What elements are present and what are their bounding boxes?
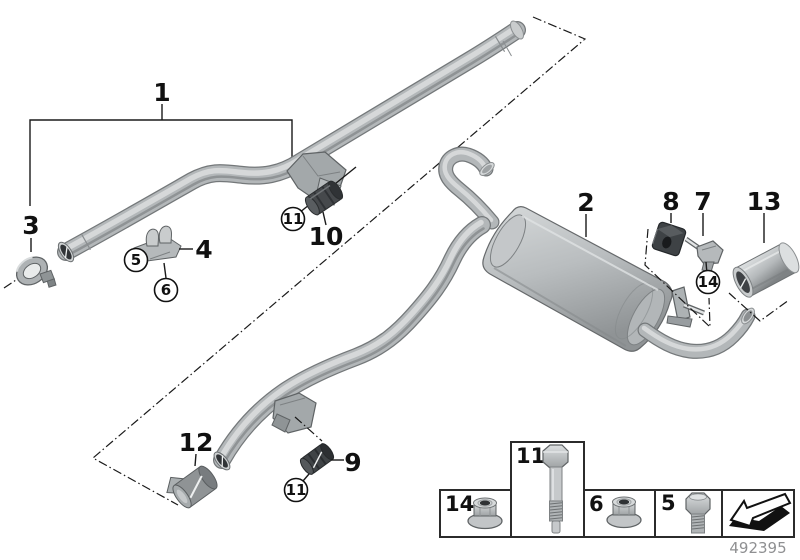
callout-13: 13: [747, 187, 782, 243]
callout-2: 2: [577, 188, 595, 237]
rubber-mount-8: [651, 221, 687, 257]
callout-12-label: 12: [179, 428, 214, 457]
front-pipe: [55, 20, 526, 263]
front-pipe-mouth: [57, 241, 75, 263]
exhaust-clamp: [15, 256, 57, 288]
callout-4: 4: [179, 235, 213, 264]
rear-muffler: [482, 206, 673, 352]
pipe-seam: [502, 40, 512, 57]
callout-2-label: 2: [577, 188, 594, 217]
front-pipe-end-cap: [509, 20, 525, 40]
muffler-rear-cap: [626, 288, 666, 346]
pipe-seam: [81, 233, 91, 251]
muffler-hanger-bracket: [666, 286, 705, 328]
tip-alignment-dashdot: [728, 292, 790, 322]
rubber-mount-9: [299, 443, 335, 475]
callout-10-label: 10: [309, 222, 344, 251]
callout-6: 6: [153, 262, 179, 303]
callout-14-label: 14: [698, 273, 719, 291]
muffler-seam-ring: [614, 282, 654, 340]
callout-11-label: 11: [286, 481, 307, 499]
callout-4-label: 4: [195, 235, 212, 264]
shoulder-bolt-icon: [542, 444, 569, 534]
callout-5-label: 5: [131, 251, 141, 269]
underfloor-pipe: [211, 223, 483, 471]
alignment-dashdot-main: [91, 16, 587, 506]
direction-of-travel-arrow-icon: [729, 492, 792, 531]
callout-12: 12: [179, 428, 214, 467]
callout-9: 9: [331, 448, 362, 477]
callout-3-label: 3: [22, 211, 39, 240]
mount-9-axis-dashdot: [294, 416, 323, 442]
callout-13-label: 13: [747, 187, 782, 216]
hook-pipe-mouth: [479, 162, 495, 176]
callout-7-label: 7: [694, 187, 711, 216]
callout-14: 14: [695, 261, 721, 295]
bracket-7: [684, 236, 724, 273]
pipe-seam: [494, 35, 506, 53]
callout-3: 3: [22, 211, 40, 252]
mount-location-dashdot: [644, 228, 711, 329]
muffler-inlet-hook-pipe: [445, 152, 497, 222]
callout-11-label: 11: [283, 210, 304, 228]
hex-bolt-icon: [685, 492, 711, 534]
callout-7: 7: [694, 187, 712, 236]
rubber-mount-10: [304, 180, 344, 216]
callout-10: 10: [309, 211, 344, 251]
callout-9-label: 9: [344, 448, 361, 477]
legend-11-label: 11: [516, 444, 545, 468]
callout-8-label: 8: [662, 187, 679, 216]
legend-14-label: 14: [445, 492, 474, 516]
muffler-front-cap: [489, 214, 527, 268]
legend-6-label: 6: [589, 492, 604, 516]
underfloor-pipe-mouth: [213, 451, 231, 471]
tailpipe-mouth: [741, 307, 755, 325]
callout-1: 1: [29, 78, 293, 206]
doc-number: 492395: [729, 539, 786, 557]
callout-6-label: 6: [161, 281, 171, 299]
rubber-mount-12: [166, 465, 218, 509]
tailpipe: [644, 307, 757, 351]
tailpipe-tip-13: [732, 242, 800, 298]
legend-5-label: 5: [661, 491, 676, 515]
callout-8: 8: [662, 187, 680, 223]
callout-11-rear: 11: [283, 477, 309, 503]
underfloor-pipe-hanger-bracket: [271, 392, 317, 434]
callout-5: 5: [123, 247, 149, 273]
fastener-legend: 14 11 6 5 492395: [439, 441, 795, 557]
callout-11-front: 11: [280, 206, 306, 232]
callout-1-label: 1: [153, 78, 170, 107]
